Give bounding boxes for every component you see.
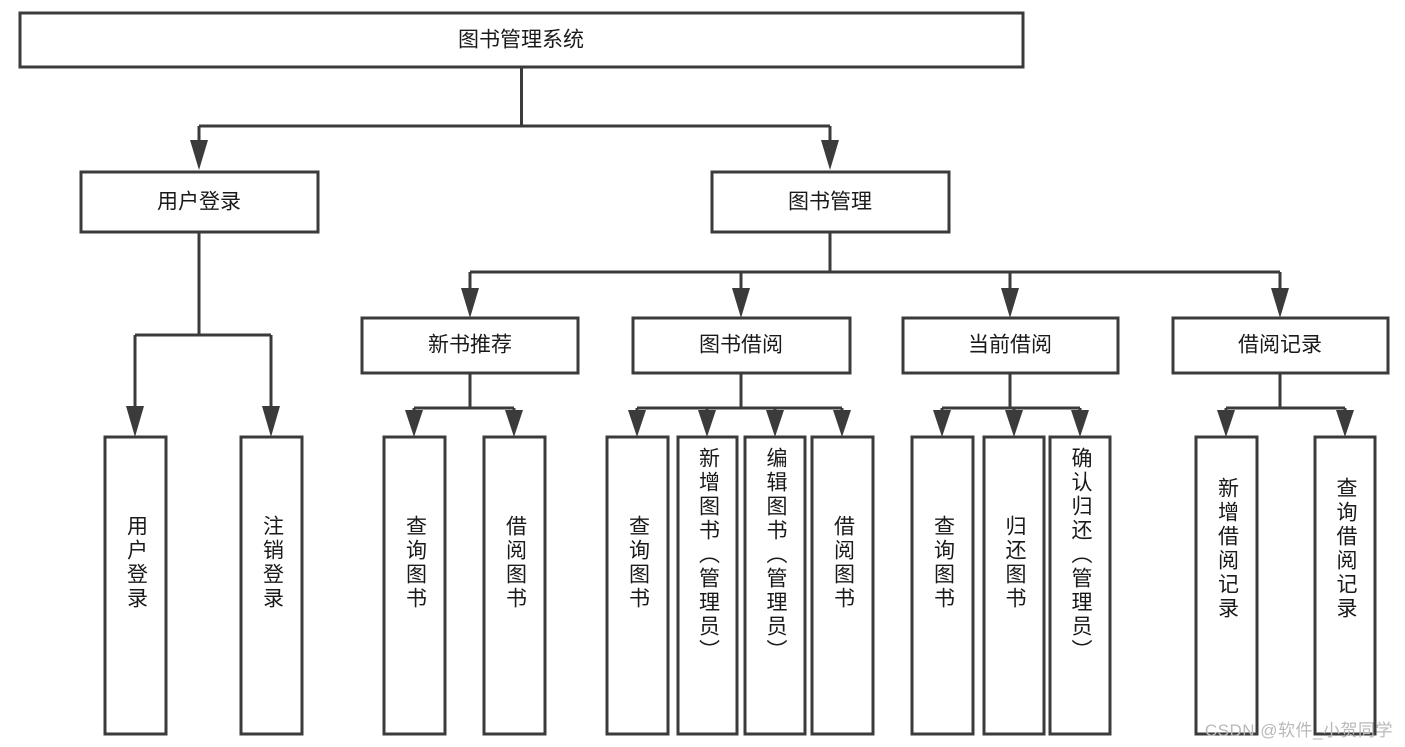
node-current-borrow-label: 当前借阅 <box>968 334 1052 357</box>
arrowhead-user-leaf1 <box>126 406 144 437</box>
node-borrow-records-label: 借阅记录 <box>1238 334 1322 357</box>
arrowhead-records-l1 <box>1217 410 1235 437</box>
leaf-current-1[interactable] <box>910 435 975 736</box>
leaf-new-book-2[interactable] <box>482 435 547 736</box>
arrowhead-newbook-l2 <box>505 410 523 437</box>
node-root-label: 图书管理系统 <box>458 29 584 52</box>
node-book-borrow-label: 图书借阅 <box>699 334 783 357</box>
node-new-book-recommend[interactable] <box>360 316 580 375</box>
leaf-borrow-3[interactable] <box>743 435 807 736</box>
leaf-new-book-1[interactable] <box>382 435 447 736</box>
arrowhead-current-l2 <box>1005 410 1023 437</box>
arrowhead-root-to-bookmgmt <box>821 140 839 170</box>
node-borrow-records[interactable] <box>1171 316 1390 375</box>
node-new-book-recommend-label: 新书推荐 <box>428 334 512 357</box>
arrowhead-current-l3 <box>1071 410 1089 437</box>
arrowhead-bookmgmt-c1 <box>461 288 479 318</box>
leaf-current-3[interactable] <box>1048 435 1112 736</box>
arrowhead-root-to-user <box>190 140 208 170</box>
leaf-borrow-2[interactable] <box>676 435 739 736</box>
leaf-records-2[interactable] <box>1313 435 1377 736</box>
arrowhead-records-l2 <box>1336 410 1354 437</box>
arrowhead-newbook-l1 <box>405 410 423 437</box>
arrowhead-user-leaf2 <box>262 406 280 437</box>
leaf-current-2[interactable] <box>982 435 1046 736</box>
leaf-user-login-1[interactable] <box>103 435 168 736</box>
leaf-borrow-1[interactable] <box>605 435 670 736</box>
node-current-borrow[interactable] <box>901 316 1120 375</box>
arrowhead-bookmgmt-c3 <box>1001 288 1019 318</box>
node-book-management-label: 图书管理 <box>788 191 872 214</box>
leaf-records-1[interactable] <box>1194 435 1259 736</box>
arrowhead-borrow-l1 <box>628 410 646 437</box>
node-root[interactable] <box>18 11 1025 69</box>
node-book-management[interactable] <box>710 170 951 234</box>
arrowhead-bookmgmt-c4 <box>1271 288 1289 318</box>
arrowhead-borrow-l3 <box>766 410 784 437</box>
node-user-login[interactable] <box>79 170 320 234</box>
csdn-watermark: CSDN @软件_小贺同学 <box>1204 721 1393 740</box>
arrowhead-bookmgmt-c2 <box>732 288 750 318</box>
arrowhead-current-l1 <box>933 410 951 437</box>
leaf-user-login-2[interactable] <box>239 435 304 736</box>
arrowhead-borrow-l2 <box>698 410 716 437</box>
arrowhead-borrow-l4 <box>833 410 851 437</box>
node-user-login-label: 用户登录 <box>157 191 241 214</box>
node-book-borrow[interactable] <box>631 316 852 375</box>
leaf-borrow-4[interactable] <box>810 435 875 736</box>
